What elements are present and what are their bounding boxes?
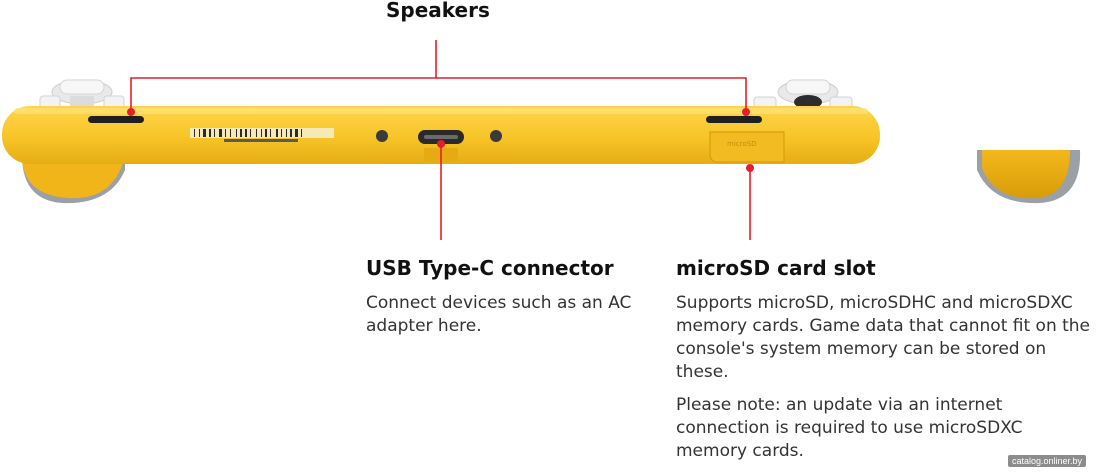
barcode-stripe [265, 129, 267, 137]
left-stick [51, 79, 113, 106]
microsd-desc-paragraph-1: Supports microSD, microSDHC and microSDX… [676, 293, 1091, 382]
usb-title: USB Type-C connector [366, 256, 614, 280]
barcode-stripe [295, 129, 298, 137]
barcode-stripe [236, 129, 237, 137]
barcode-stripe [219, 129, 222, 137]
barcode-stripe [240, 129, 242, 137]
microsd-desc-paragraph-2: Please note: an update via an internet c… [676, 395, 1023, 461]
barcode-stripe [199, 129, 200, 137]
microsd-marker [746, 164, 754, 172]
barcode-stripe [245, 129, 247, 137]
watermark: catalog.onliner.by [1007, 455, 1086, 467]
microsd-title: microSD card slot [676, 256, 876, 280]
barcode-stripe [230, 129, 231, 137]
right-buttons [753, 96, 853, 109]
barcode-stripe [270, 129, 271, 137]
barcode-stripe [261, 129, 262, 137]
console-body-highlight [14, 108, 868, 114]
speakers-callout-lines [130, 40, 747, 112]
right-grip [977, 150, 1081, 204]
left-speaker-slot [88, 116, 144, 123]
serial-label [190, 128, 334, 142]
microphone-hole [490, 130, 502, 142]
barcode-stripe [301, 129, 302, 137]
barcode-stripe [256, 129, 257, 137]
usb-description: Connect devices such as an AC adapter he… [366, 292, 636, 348]
barcode-stripe [276, 129, 278, 137]
left-speaker-marker [127, 108, 135, 116]
usb-desc-paragraph: Connect devices such as an AC adapter he… [366, 293, 632, 336]
barcode-stripe [281, 129, 282, 137]
microsd-description: Supports microSD, microSDHC and microSDX… [676, 292, 1094, 473]
speakers-title: Speakers [386, 0, 490, 22]
microsd-cover-label: microSD [727, 140, 756, 148]
right-speaker-slot [706, 116, 762, 123]
barcode-stripe [225, 129, 226, 137]
barcode-stripe [250, 129, 251, 137]
barcode-stripe [214, 129, 215, 137]
barcode-stripe [194, 129, 195, 137]
barcode-stripe [209, 129, 211, 137]
right-speaker-marker [742, 108, 750, 116]
barcode-stripe [203, 129, 206, 137]
usb-marker [437, 140, 445, 148]
left-grip-lower [22, 155, 124, 199]
microsd-slot-cover: microSD [709, 131, 785, 163]
barcode-stripe [290, 129, 292, 137]
headphone-jack [376, 130, 388, 142]
right-stick [777, 79, 839, 109]
barcode-stripe [286, 129, 287, 137]
